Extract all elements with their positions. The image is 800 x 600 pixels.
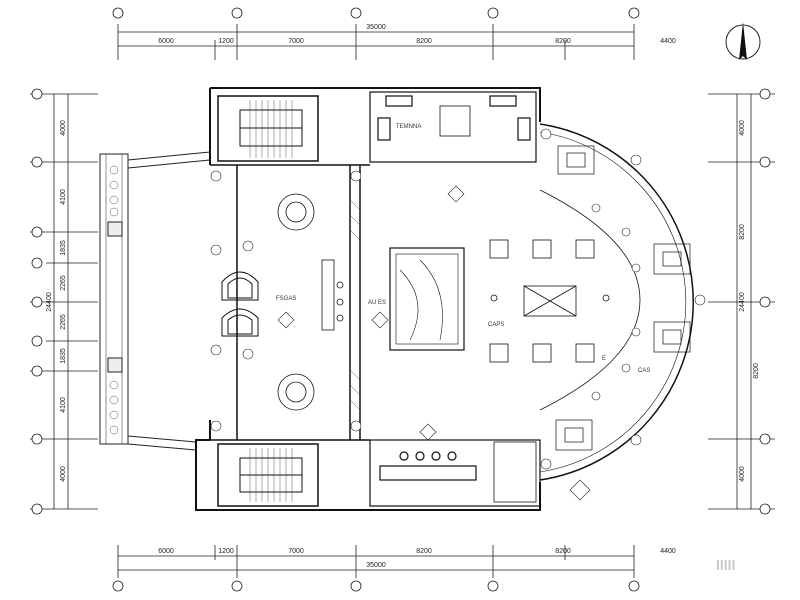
top-seg-2: 1200 xyxy=(218,38,234,45)
bottom-seg-5: 8200 xyxy=(555,548,571,555)
bottom-seg-4: 8200 xyxy=(416,548,432,555)
left-hall-label: FSGAS xyxy=(276,296,296,302)
hall-round-table-top xyxy=(277,193,315,231)
left-seg-8: 4000 xyxy=(60,466,67,482)
left-colonnade xyxy=(99,151,211,451)
center-hall-label: AU ES xyxy=(368,300,386,306)
top-axis-bubbles xyxy=(112,7,640,19)
light-fixture-symbols xyxy=(277,185,591,501)
top-seg-6: 4400 xyxy=(660,38,676,45)
top-office-room xyxy=(369,91,537,163)
right-seg-1: 4000 xyxy=(739,120,746,136)
top-room-label: TEMNNA xyxy=(396,124,421,130)
top-seg-3: 7000 xyxy=(288,38,304,45)
right-seg-4: 4000 xyxy=(739,466,746,482)
planter-hatching xyxy=(109,165,119,435)
plant-symbols xyxy=(210,128,706,470)
stair-bottom xyxy=(217,443,319,507)
bottom-seg-6: 4400 xyxy=(660,548,676,555)
stair-top-treads xyxy=(249,100,293,158)
hall-reception xyxy=(321,259,344,331)
bottom-dimension-chain xyxy=(117,545,635,578)
left-axis-bubbles xyxy=(31,88,43,515)
top-seg-4: 8200 xyxy=(416,38,432,45)
stair-top xyxy=(217,95,319,162)
bottom-seg-3: 7000 xyxy=(288,548,304,555)
left-seg-3: 1835 xyxy=(60,240,67,256)
hall-round-table-bottom xyxy=(277,373,315,411)
right-seg-3: 8200 xyxy=(753,363,760,379)
right-axis-bubbles xyxy=(759,88,771,515)
bottom-seg-1: 6000 xyxy=(158,548,174,555)
left-seg-6: 1835 xyxy=(60,348,67,364)
right-total-dimension: 24400 xyxy=(739,292,746,312)
bottom-service-room xyxy=(369,439,541,507)
left-total-dimension: 24400 xyxy=(46,292,53,312)
left-seg-7: 4100 xyxy=(60,397,67,413)
bottom-seg-2: 1200 xyxy=(218,548,234,555)
entrance-arches xyxy=(221,271,259,337)
left-seg-2: 4100 xyxy=(60,189,67,205)
door-label: E xyxy=(602,356,606,362)
model-display xyxy=(389,247,465,351)
stair-bottom-treads xyxy=(249,448,293,502)
top-total-dimension: 35000 xyxy=(366,24,386,31)
left-seg-5: 2265 xyxy=(60,314,67,330)
building-outer-walls xyxy=(195,87,541,511)
left-seg-1: 4000 xyxy=(60,120,67,136)
right-lounge-label: CAS xyxy=(638,368,650,374)
top-seg-5: 8200 xyxy=(555,38,571,45)
lounge-seating-groups xyxy=(555,145,691,451)
lobby-plinths xyxy=(489,239,610,363)
bottom-total-dimension: 35000 xyxy=(366,562,386,569)
north-arrow-icon xyxy=(725,22,761,60)
lobby-label: CAPS xyxy=(488,322,504,328)
right-seg-2: 8200 xyxy=(739,224,746,240)
semicircle-lounge-walls xyxy=(539,123,694,481)
central-hatched-wall xyxy=(349,199,361,411)
top-seg-1: 6000 xyxy=(158,38,174,45)
right-dimension-chain xyxy=(708,93,775,510)
hall-walls xyxy=(210,164,370,441)
watermark-text: lllll xyxy=(716,557,735,573)
top-dimension-chain xyxy=(117,24,635,60)
bottom-axis-bubbles xyxy=(112,580,640,592)
left-seg-4: 2265 xyxy=(60,275,67,291)
